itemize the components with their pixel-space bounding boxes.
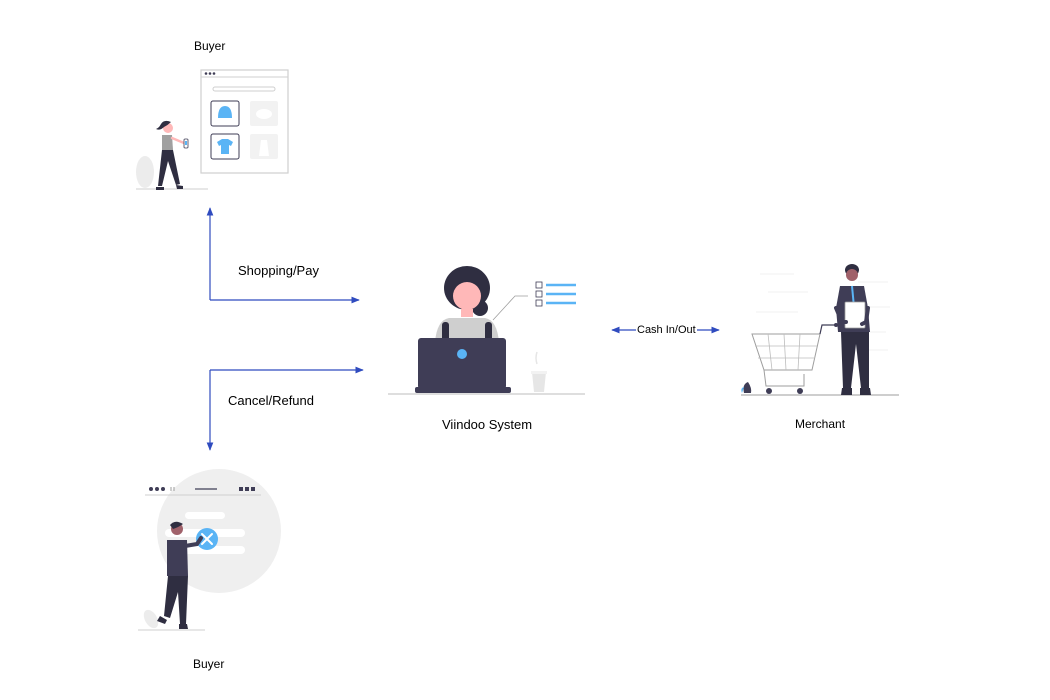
laptop <box>418 338 506 389</box>
viindoo-system-label: Viindoo System <box>442 417 533 432</box>
laptop-logo-icon <box>457 349 467 359</box>
viindoo-system-illustration <box>388 266 585 395</box>
cancel-refund-label: Cancel/Refund <box>228 393 314 408</box>
checklist-icon <box>535 281 543 289</box>
buyer-bottom-label: Buyer <box>193 657 225 671</box>
merchant-label: Merchant <box>795 417 846 431</box>
shopping-pay-label: Shopping/Pay <box>238 263 319 278</box>
plant-decoration <box>136 156 154 188</box>
cash-in-out-label: Cash In/Out <box>636 324 697 336</box>
buyer-top-label: Buyer <box>194 39 226 53</box>
coffee-cup-icon <box>532 372 546 392</box>
buyer-shopping-illustration <box>136 69 289 190</box>
buyer-cancel-illustration <box>138 469 281 631</box>
shirt-product-icon <box>217 139 233 154</box>
hat-product-icon <box>218 106 232 118</box>
merchant-illustration <box>741 264 899 396</box>
